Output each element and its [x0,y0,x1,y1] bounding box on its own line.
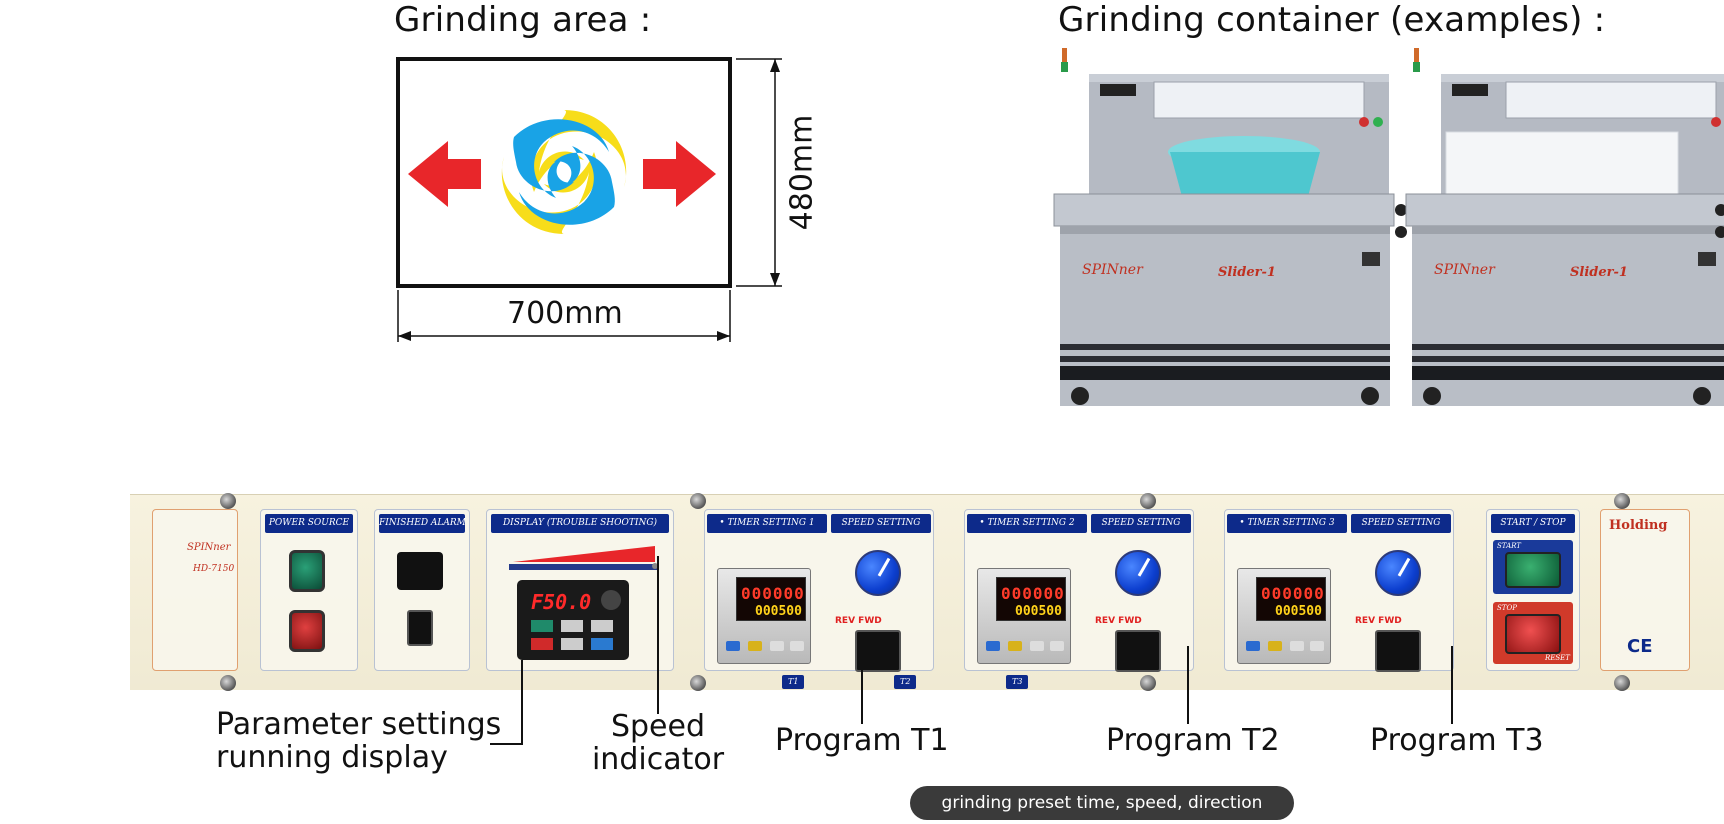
power-source-header: POWER SOURCE [265,514,353,533]
rev-fwd-label-1: REV FWD [835,616,882,626]
timer-1-preset: 000500 [755,604,802,619]
speed-indicator-callout: Speed indicator [588,710,728,776]
direction-switch-3[interactable] [1375,630,1421,672]
power-on-button[interactable] [289,550,325,592]
timer-3-preset: 000500 [1275,604,1322,619]
screw-icon [1140,493,1156,509]
finished-alarm-header: FINISHED ALARM [379,514,466,533]
timer-1-main: 000000 [741,584,805,603]
stop-button[interactable] [1505,614,1561,654]
speed-indicator-line2: indicator [591,742,725,777]
grinding-container-heading: Grinding container (examples) : [1058,0,1606,40]
keypad-mode-button[interactable] [591,620,613,632]
machine-photos: SPINner Slider-1 SPINner Slider-1 [1053,48,1724,406]
program-t3-strip: T3 [1006,675,1029,689]
keypad-stop-button[interactable] [531,638,553,650]
timer-setting-3-header: • TIMER SETTING 3 [1227,514,1347,533]
timer-3-main: 000000 [1261,584,1325,603]
program-t2-strip: T2 [894,675,917,689]
screw-icon [220,493,236,509]
keypad-down-button[interactable] [561,638,583,650]
timer-2-main: 000000 [1001,584,1065,603]
svg-text:Slider-1: Slider-1 [1218,265,1276,280]
program-t1-strip: T1 [782,675,805,689]
holding-plate: Holding CE [1600,509,1690,671]
start-stop-header: START / STOP [1491,514,1575,533]
control-panel: SPINner HD-7150 POWER SOURCE FINISHED AL… [130,493,1724,691]
speed-knob-1[interactable] [855,550,901,596]
keypad-up-button[interactable] [561,620,583,632]
program-t3-callout: Program T3 [1370,723,1544,758]
screw-icon [690,675,706,691]
finished-alarm-section: FINISHED ALARM [374,509,470,671]
keypad-enter-button[interactable] [591,638,613,650]
inverter-display: F50.0 [531,590,592,614]
rev-fwd-label-2: REV FWD [1095,616,1142,626]
rev-fwd-label-3: REV FWD [1355,616,1402,626]
alarm-buzzer-icon [397,552,443,590]
speed-setting-3-header: SPEED SETTING [1351,514,1451,533]
svg-text:SPINner: SPINner [1434,262,1496,278]
display-section: DISPLAY (TROUBLE SHOOTING) F50.0 [486,509,674,671]
right-arrow-icon [643,141,716,207]
speed-indicator-line1: Speed [610,709,706,744]
swirl-icon [501,110,627,234]
grinding-area-heading: Grinding area : [394,0,652,40]
parameter-settings-line1: Parameter settings [216,707,502,742]
speed-indicator-bar [509,546,659,570]
machine-with-box: SPINner Slider-1 [1405,48,1724,406]
timer-setting-1-header: • TIMER SETTING 1 [707,514,827,533]
screw-icon [1614,493,1630,509]
inverter-dial[interactable] [601,590,621,610]
inverter-keypad[interactable]: F50.0 [517,580,629,660]
ce-mark: CE [1627,636,1653,657]
speed-setting-2-header: SPEED SETTING [1091,514,1191,533]
screw-icon [690,493,706,509]
parameter-settings-callout: Parameter settings running display [216,708,501,774]
machine-with-tub: SPINner Slider-1 [1053,48,1407,406]
left-arrow-icon [408,141,481,207]
display-header: DISPLAY (TROUBLE SHOOTING) [491,514,669,533]
preset-description-pill: grinding preset time, speed, direction [910,786,1294,820]
direction-switch-2[interactable] [1115,630,1161,672]
start-label: START [1497,542,1521,550]
start-button-frame: START [1493,540,1573,594]
speed-setting-1-header: SPEED SETTING [831,514,931,533]
model-plate: SPINner HD-7150 [152,509,238,671]
grinding-area-diagram [396,57,782,342]
speed-knob-2[interactable] [1115,550,1161,596]
svg-text:Slider-1: Slider-1 [1570,265,1628,280]
timer-setting-2-header: • TIMER SETTING 2 [967,514,1087,533]
start-button[interactable] [1505,552,1561,588]
panel-model: HD-7150 [193,564,235,574]
reset-label: RESET [1545,654,1570,662]
panel-brand: SPINner [187,542,231,553]
screw-icon [1614,675,1630,691]
speed-knob-3[interactable] [1375,550,1421,596]
timer-2-preset: 000500 [1015,604,1062,619]
program-t1-callout: Program T1 [775,723,949,758]
width-dimension-label: 700mm [507,296,623,331]
svg-text:SPINner: SPINner [1082,262,1144,278]
alarm-reset-switch[interactable] [407,610,433,646]
holding-logo: Holding [1609,518,1668,533]
start-stop-section: START / STOP START STOP RESET [1486,509,1580,671]
stop-label: STOP [1497,604,1517,612]
parameter-settings-line2: running display [216,740,448,775]
power-off-button[interactable] [289,610,325,652]
power-source-section: POWER SOURCE [260,509,358,671]
screw-icon [1140,675,1156,691]
stop-button-frame: STOP RESET [1493,602,1573,664]
keypad-button[interactable] [531,620,553,632]
screw-icon [220,675,236,691]
program-t2-callout: Program T2 [1106,723,1280,758]
